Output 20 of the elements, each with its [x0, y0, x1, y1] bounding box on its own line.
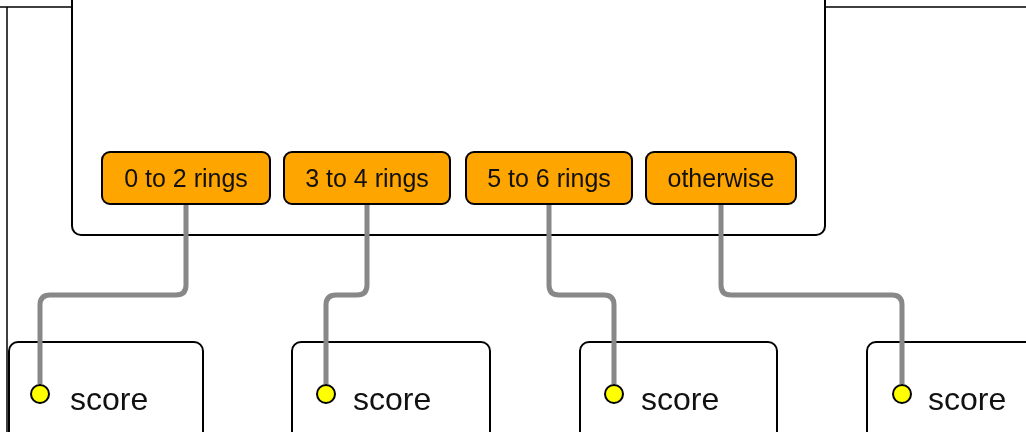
block-label: score — [641, 381, 720, 418]
port-circle — [30, 384, 50, 404]
container-box — [71, 0, 826, 236]
port-circle — [316, 384, 336, 404]
connector-line — [718, 205, 905, 384]
block-box — [579, 341, 778, 432]
connector-line — [323, 205, 370, 384]
port-circle — [604, 384, 624, 404]
block-label: score — [928, 381, 1007, 418]
block-box — [8, 341, 204, 432]
block-label: score — [353, 381, 432, 418]
block-label: score — [70, 381, 149, 418]
connector-line — [37, 205, 189, 384]
port-circle — [892, 384, 912, 404]
port-box: 5 to 6 rings — [465, 151, 633, 205]
port-box: 3 to 4 rings — [283, 151, 451, 205]
connector-line — [546, 205, 617, 384]
block-box — [291, 341, 491, 432]
port-box: 0 to 2 rings — [101, 151, 271, 205]
port-box: otherwise — [645, 151, 797, 205]
